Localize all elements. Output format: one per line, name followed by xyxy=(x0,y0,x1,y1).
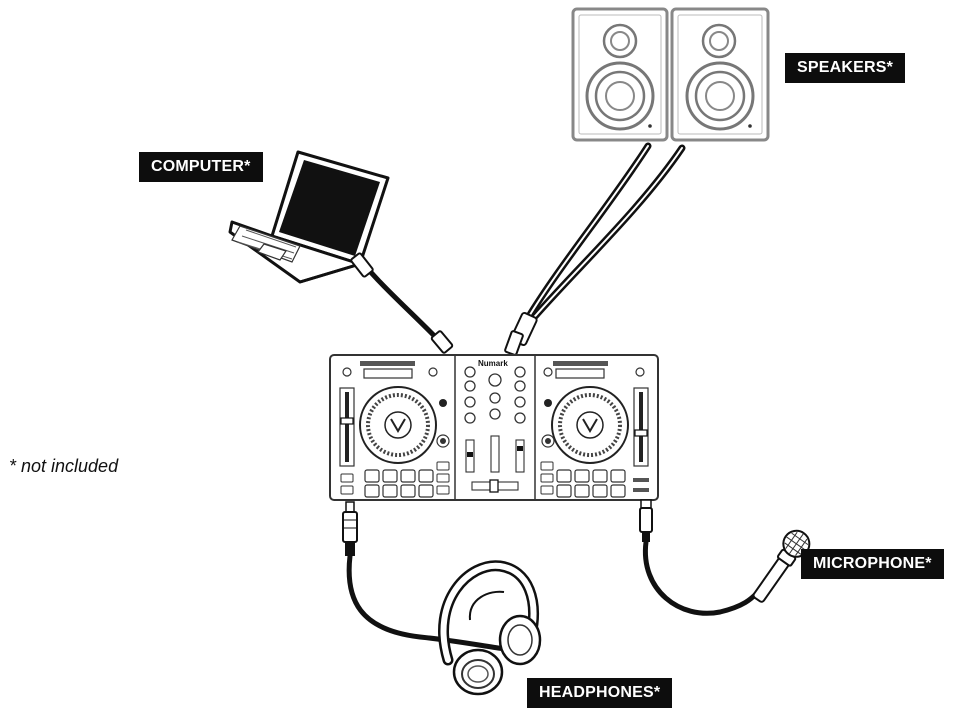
microphone-cable xyxy=(639,499,761,616)
left-pads xyxy=(340,461,450,498)
computer-label: COMPUTER* xyxy=(139,152,263,182)
headphone-cable xyxy=(342,501,523,653)
brand-name: Numark xyxy=(478,359,508,368)
left-deck xyxy=(339,361,450,467)
right-deck xyxy=(541,361,649,467)
dj-controller: Numark xyxy=(329,354,659,501)
right-pads xyxy=(540,461,649,498)
headphones xyxy=(438,560,542,696)
speaker-right xyxy=(670,7,770,142)
laptop xyxy=(228,150,390,284)
speakers-label: SPEAKERS* xyxy=(785,53,906,83)
speaker-left xyxy=(571,7,669,142)
speaker-cables xyxy=(504,142,686,356)
footnote: * not included xyxy=(9,456,119,476)
usb-cable xyxy=(350,252,454,354)
mixer-section: Numark xyxy=(464,359,526,493)
microphone-label: MICROPHONE* xyxy=(801,549,944,579)
headphones-label: HEADPHONES* xyxy=(527,678,673,708)
